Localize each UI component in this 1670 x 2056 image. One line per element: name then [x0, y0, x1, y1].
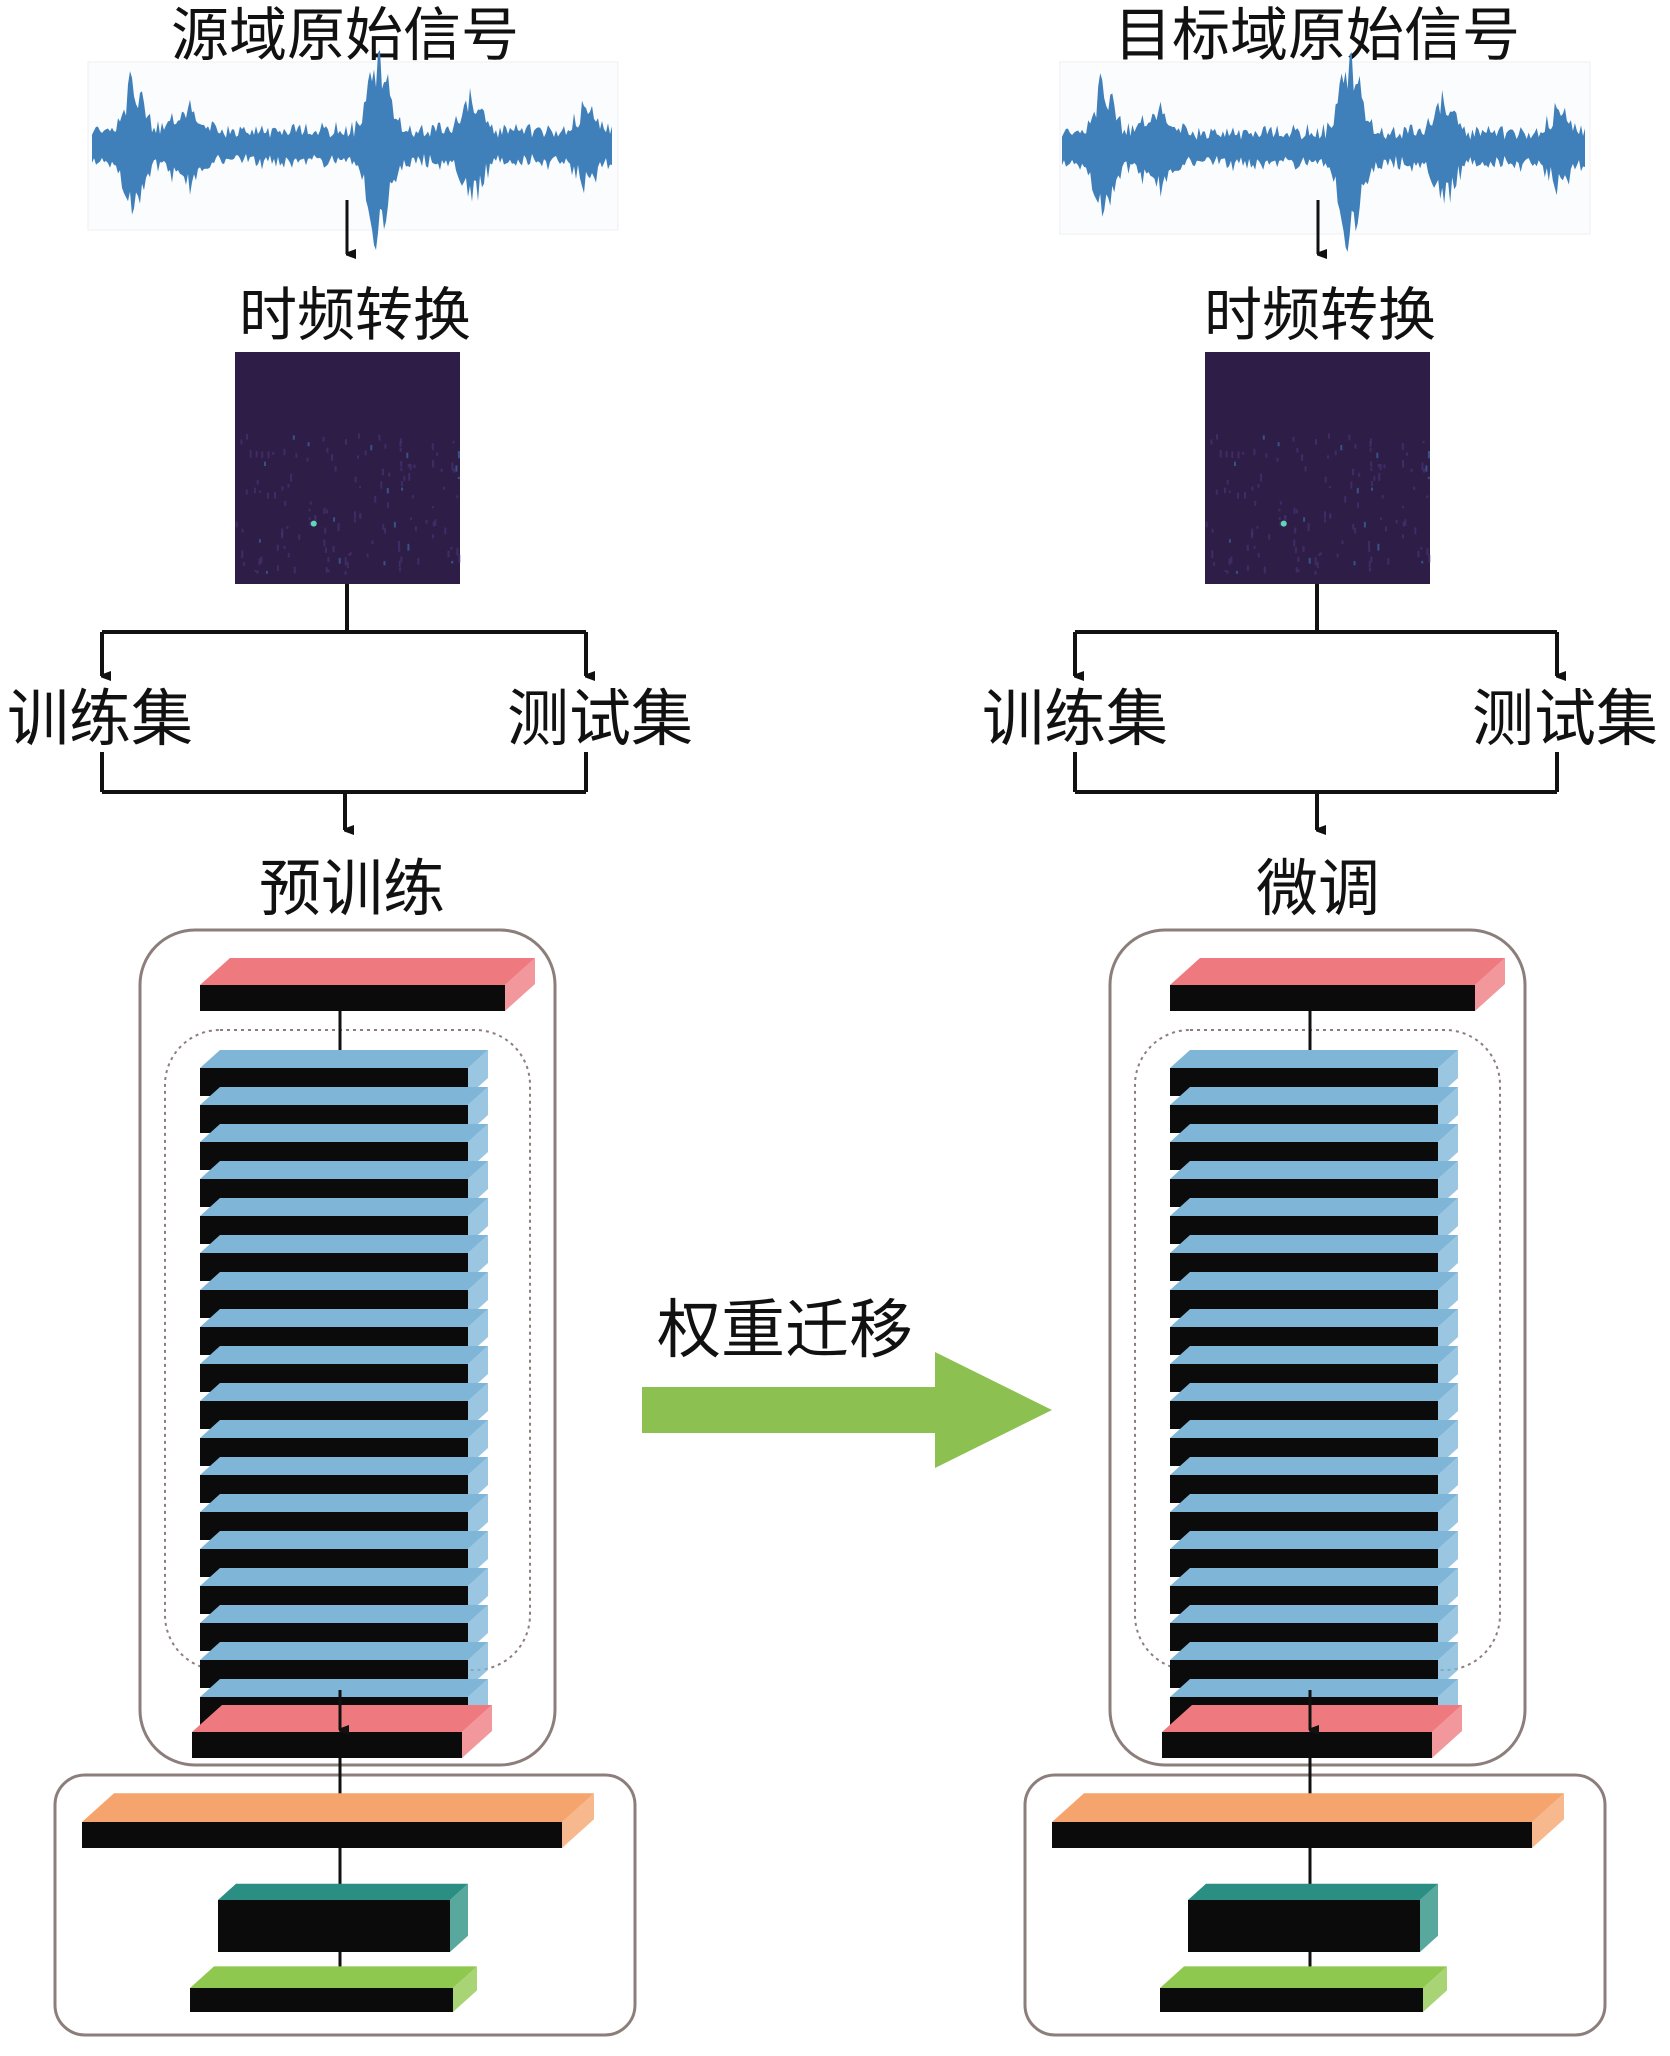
softmax-output-layer	[1160, 1966, 1447, 2012]
input-conv-layer	[1170, 958, 1505, 1011]
target-waveform	[1059, 52, 1591, 252]
target-test-label: 测试集	[1472, 682, 1658, 755]
source-spectrogram	[235, 352, 461, 584]
finetune-label: 微调	[1256, 852, 1380, 925]
fully-connected-layer	[1052, 1793, 1564, 1848]
source-waveform	[87, 50, 619, 250]
target-network	[1023, 928, 1607, 2037]
source-network	[53, 928, 637, 2037]
target-transform-label: 时频转换	[1204, 281, 1436, 349]
merge-connector	[100, 752, 588, 830]
source-test-label: 测试集	[507, 682, 693, 755]
split-connector	[100, 584, 586, 676]
feature-extractor-frame	[1108, 928, 1527, 1767]
target-domain-column: 目标域原始信号 时频转换 训练集 测试集 微调	[982, 1, 1658, 2037]
dense-layer	[1188, 1883, 1438, 1952]
dense-layer	[218, 1883, 468, 1952]
classifier-frame	[53, 1773, 637, 2037]
source-transform-label: 时频转换	[239, 281, 471, 349]
input-conv-layer	[200, 958, 535, 1011]
source-train-label: 训练集	[7, 682, 193, 755]
output-conv-layer	[1162, 1705, 1462, 1758]
merge-connector	[1073, 752, 1559, 830]
split-connector	[1073, 584, 1557, 676]
output-conv-layer	[192, 1705, 492, 1758]
target-spectrogram	[1205, 352, 1431, 584]
transfer-label: 权重迁移	[657, 1294, 913, 1368]
softmax-output-layer	[190, 1966, 477, 2012]
feature-extractor-frame	[138, 928, 557, 1767]
source-domain-column: 源域原始信号 时频转换 训练集 测试集 预训练	[7, 1, 693, 2037]
arrow-right-icon	[642, 1352, 1052, 1468]
fully-connected-layer	[82, 1793, 594, 1848]
classifier-frame	[1023, 1773, 1607, 2037]
pretrain-label: 预训练	[259, 852, 445, 925]
target-train-label: 训练集	[982, 682, 1168, 755]
weight-transfer: 权重迁移	[642, 1294, 1052, 1468]
source-signal-label: 源域原始信号	[171, 1, 519, 69]
target-signal-label: 目标域原始信号	[1114, 1, 1520, 69]
